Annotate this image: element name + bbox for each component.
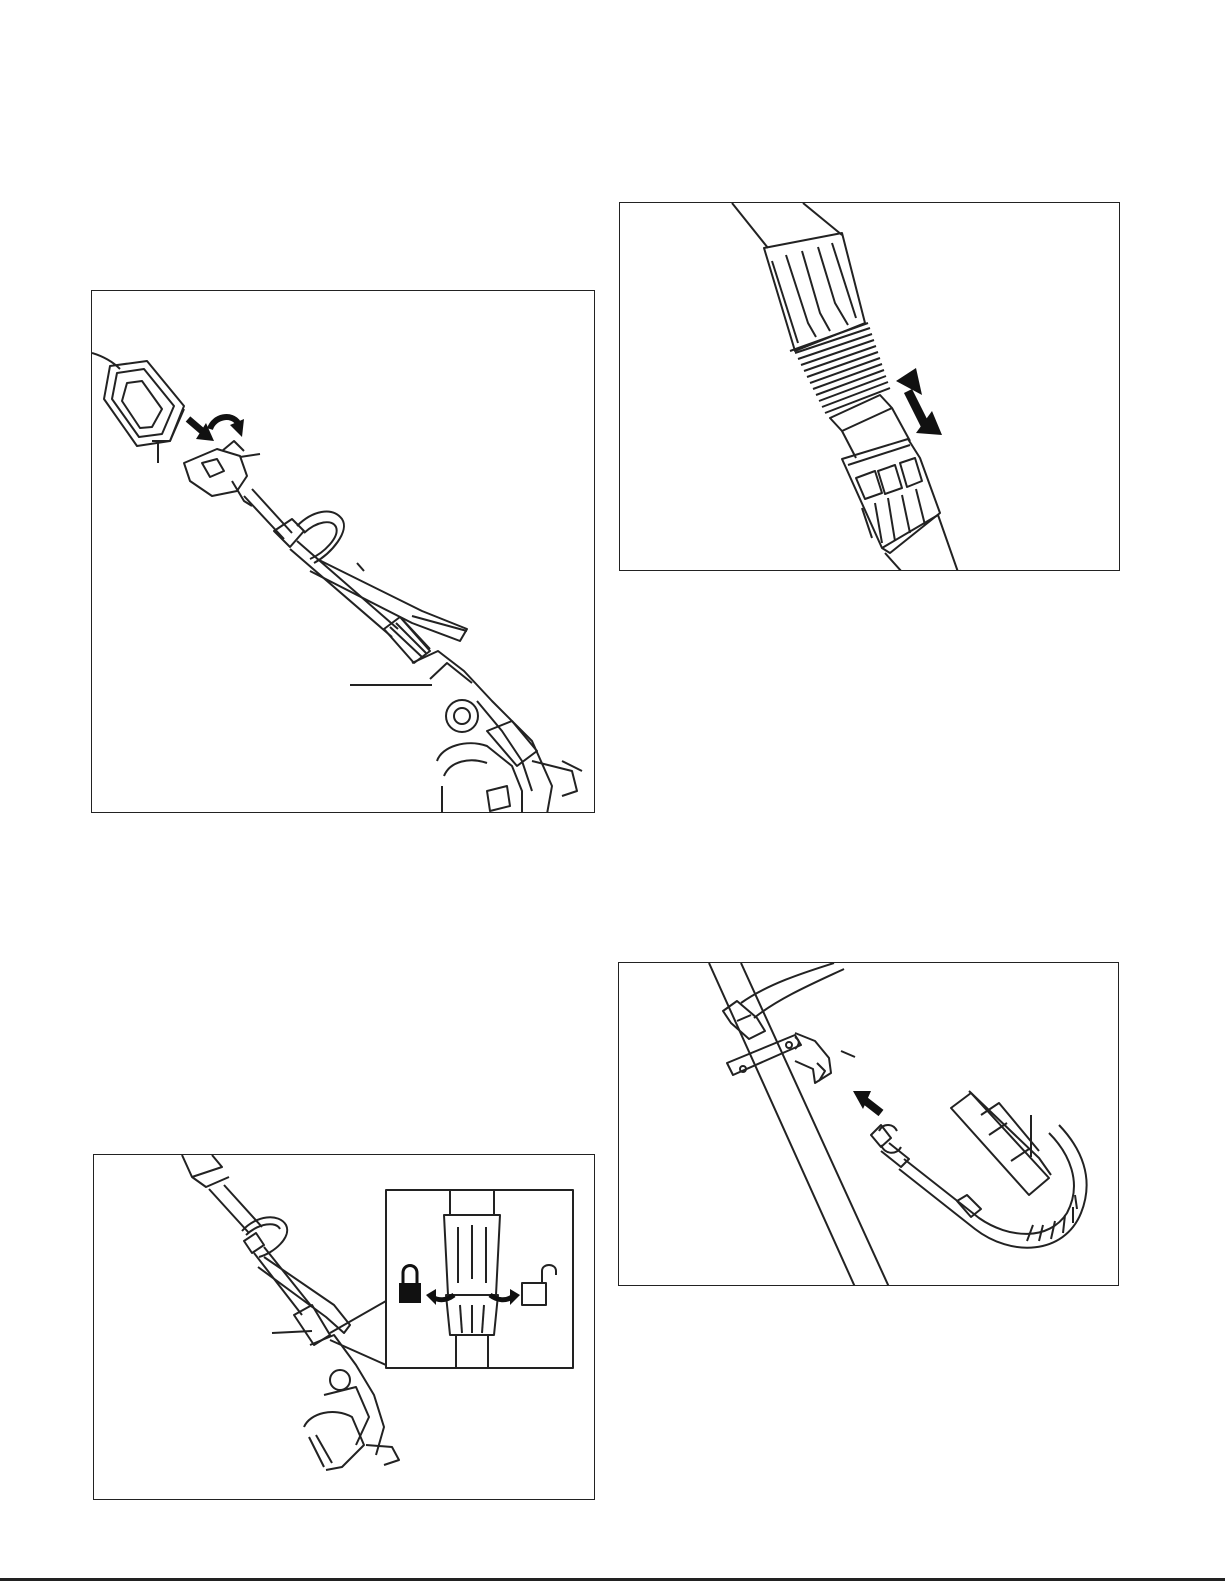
shoulder-strap [899, 1125, 1087, 1248]
buckle-male [871, 1125, 909, 1167]
lower-collar [842, 439, 940, 553]
d-handle [274, 512, 467, 641]
coupler [384, 617, 430, 663]
figure-shoulder-strap [618, 962, 1119, 1286]
threaded-section [795, 328, 890, 413]
inset-coupler [444, 1190, 500, 1368]
battery-pack [104, 361, 184, 446]
callout-line-buckle [841, 1051, 855, 1057]
strap-clamp [723, 1001, 831, 1083]
callout-zoom-line-top [330, 1301, 386, 1333]
trimmer-illustration [92, 291, 595, 813]
d-handle [242, 1217, 350, 1333]
lock-illustration [94, 1155, 595, 1500]
rotate-left-arrow-icon [426, 1289, 454, 1305]
coupler-illustration [620, 203, 1120, 571]
shaft-left-edge [709, 963, 855, 1286]
motor-housing [412, 651, 582, 813]
footer-rule [0, 1578, 1225, 1581]
shoulder-pad [951, 1091, 1051, 1195]
push-arrow-icon [853, 1091, 881, 1113]
detail-inset-frame [386, 1190, 573, 1368]
figure-shaft-coupler [619, 202, 1120, 571]
strap-illustration [619, 963, 1119, 1286]
motor-housing [304, 1335, 399, 1470]
unlock-icon [522, 1265, 556, 1305]
rotate-right-arrow-icon [490, 1289, 520, 1305]
curved-arrow-icon [210, 417, 244, 437]
power-cord [92, 353, 120, 369]
rear-handle [184, 441, 252, 506]
callout-line-latch [240, 454, 260, 457]
lock-icon [399, 1266, 421, 1304]
figure-coupler-lock [93, 1154, 595, 1500]
double-arrow-icon [896, 368, 942, 435]
callout-zoom-line-bottom [330, 1340, 386, 1365]
figure-battery-insertion [91, 290, 595, 813]
